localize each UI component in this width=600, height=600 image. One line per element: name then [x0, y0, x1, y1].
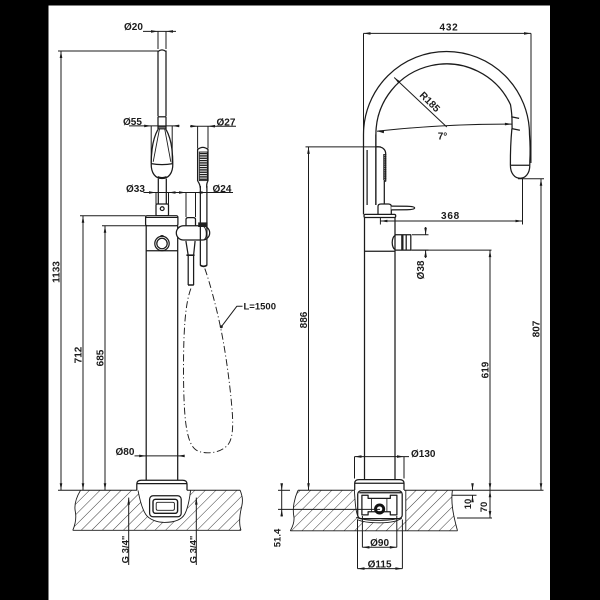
svg-text:432: 432 [439, 23, 458, 34]
svg-text:Ø24: Ø24 [213, 184, 232, 195]
svg-text:G 3/4": G 3/4" [188, 536, 199, 564]
svg-text:368: 368 [441, 211, 460, 222]
svg-text:10: 10 [463, 499, 474, 510]
svg-text:Ø115: Ø115 [368, 560, 392, 571]
svg-text:Ø55: Ø55 [123, 117, 142, 128]
svg-text:L=1500: L=1500 [244, 301, 277, 312]
svg-text:Ø90: Ø90 [370, 538, 389, 549]
svg-text:Ø20: Ø20 [124, 22, 143, 33]
svg-text:807: 807 [532, 320, 543, 337]
svg-text:70: 70 [479, 502, 490, 513]
svg-text:685: 685 [96, 349, 107, 366]
svg-text:Ø130: Ø130 [411, 449, 436, 460]
svg-text:712: 712 [74, 346, 85, 363]
svg-text:G 3/4": G 3/4" [121, 536, 132, 564]
svg-text:51.4: 51.4 [272, 528, 283, 547]
svg-text:1133: 1133 [52, 261, 63, 283]
svg-text:Ø33: Ø33 [126, 184, 145, 195]
svg-text:886: 886 [299, 311, 310, 328]
svg-text:Ø80: Ø80 [116, 447, 135, 458]
svg-text:Ø38: Ø38 [416, 260, 427, 279]
svg-text:Ø27: Ø27 [217, 118, 236, 129]
svg-text:7°: 7° [438, 131, 448, 142]
svg-text:619: 619 [481, 361, 492, 378]
